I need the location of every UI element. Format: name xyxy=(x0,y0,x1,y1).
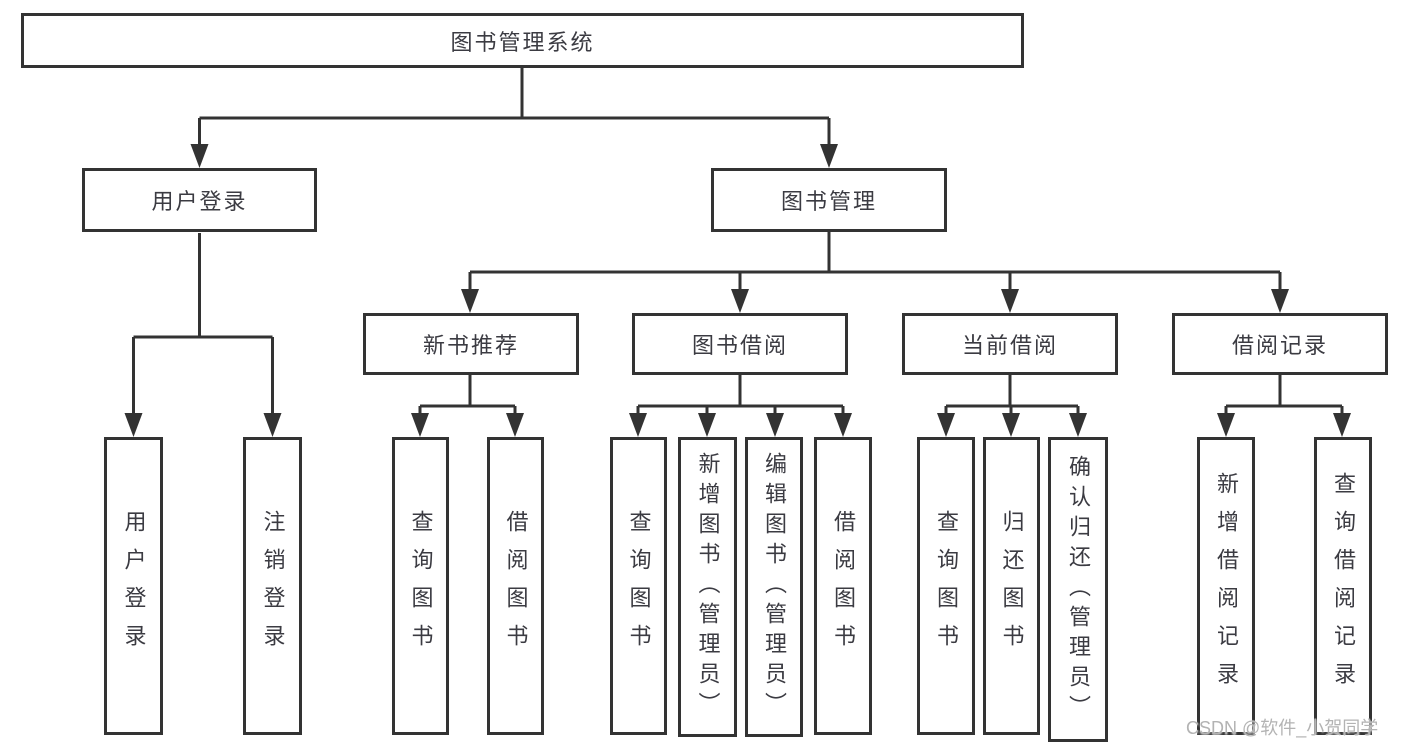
node-user-login: 用户登录 xyxy=(82,168,317,232)
node-label: 新书推荐 xyxy=(422,333,519,358)
leaf-label: 新增图书（管理员） xyxy=(695,452,721,722)
leaf-borrow-books-recommend: 借阅图书 xyxy=(487,437,544,735)
leaf-query-borrow-record: 查询借阅记录 xyxy=(1314,437,1372,735)
leaf-add-borrow-record: 新增借阅记录 xyxy=(1197,437,1255,735)
leaf-label: 查询图书 xyxy=(408,510,434,662)
leaf-label: 确认归还（管理员） xyxy=(1066,454,1091,725)
node-label: 借阅记录 xyxy=(1231,333,1328,358)
leaf-label: 归还图书 xyxy=(999,510,1025,662)
leaf-query-books-recommend: 查询图书 xyxy=(392,437,449,735)
node-label: 图书借阅 xyxy=(691,333,788,358)
leaf-query-books-borrowing: 查询图书 xyxy=(610,437,667,735)
leaf-query-books-current: 查询图书 xyxy=(917,437,975,735)
leaf-add-book-admin: 新增图书（管理员） xyxy=(678,437,737,737)
leaf-logout: 注销登录 xyxy=(243,437,302,735)
node-new-book-recommendation: 新书推荐 xyxy=(363,313,579,375)
node-book-management: 图书管理 xyxy=(711,168,947,232)
leaf-return-book: 归还图书 xyxy=(983,437,1040,735)
leaf-label: 注销登录 xyxy=(260,510,286,662)
node-book-borrowing: 图书借阅 xyxy=(632,313,848,375)
node-current-borrowing: 当前借阅 xyxy=(902,313,1118,375)
leaf-label: 用户登录 xyxy=(121,510,147,662)
leaf-label: 查询图书 xyxy=(934,510,959,662)
leaf-label: 查询图书 xyxy=(626,510,652,662)
node-label: 图书管理系统 xyxy=(450,29,595,55)
node-label: 图书管理 xyxy=(780,189,877,214)
leaf-label: 编辑图书（管理员） xyxy=(762,452,787,722)
leaf-borrow-books-borrowing: 借阅图书 xyxy=(814,437,872,735)
leaf-label: 新增借阅记录 xyxy=(1214,472,1239,700)
leaf-edit-book-admin: 编辑图书（管理员） xyxy=(745,437,803,737)
node-label: 用户登录 xyxy=(151,189,248,214)
node-borrowing-records: 借阅记录 xyxy=(1172,313,1388,375)
leaf-confirm-return-admin: 确认归还（管理员） xyxy=(1048,437,1108,742)
leaf-label: 借阅图书 xyxy=(831,510,856,662)
leaf-label: 查询借阅记录 xyxy=(1331,472,1356,700)
node-label: 当前借阅 xyxy=(961,333,1058,358)
leaf-user-login: 用户登录 xyxy=(104,437,163,735)
watermark: CSDN @软件_小贺同学 xyxy=(1186,718,1379,738)
leaf-label: 借阅图书 xyxy=(503,510,529,662)
node-library-management-system: 图书管理系统 xyxy=(21,13,1024,68)
